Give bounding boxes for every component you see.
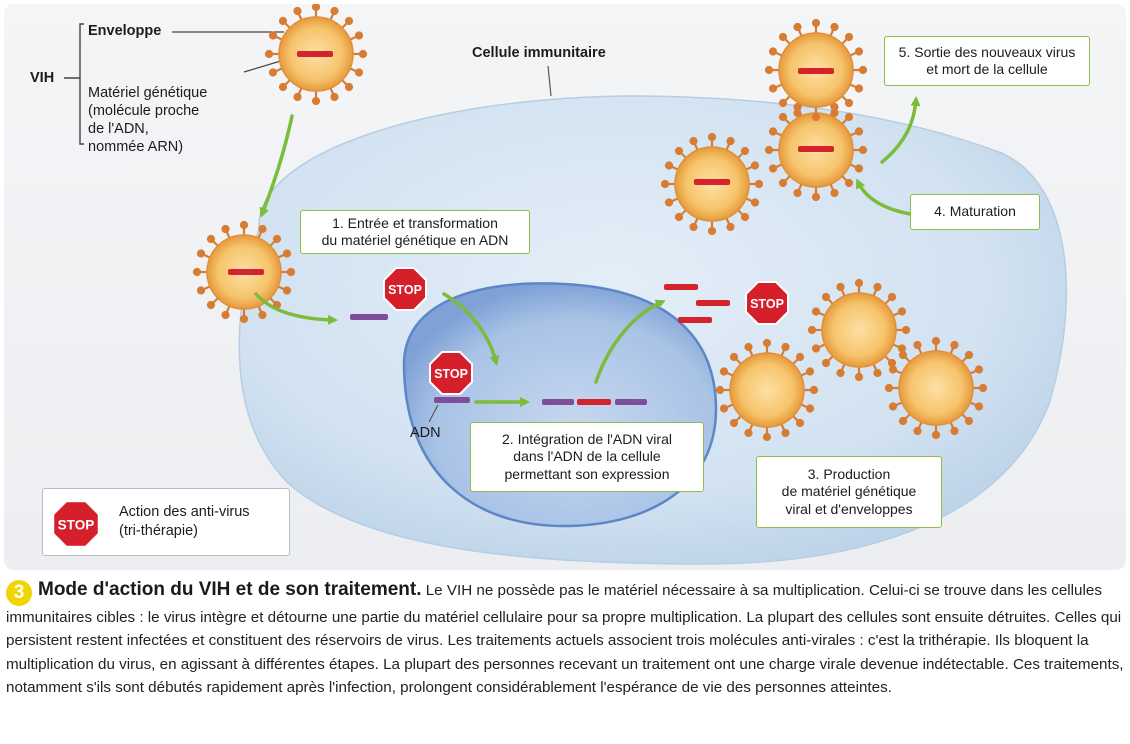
caption-title: Mode d'action du VIH et de son traitemen…: [38, 579, 422, 600]
step-4-box: 4. Maturation: [910, 194, 1040, 230]
step-5-box: 5. Sortie des nouveaux virus et mort de …: [884, 36, 1090, 86]
legend-stop-icon: STOP: [52, 500, 100, 548]
viral-rna: [664, 284, 698, 290]
caption-text: Le VIH ne possède pas le matériel nécess…: [6, 582, 1124, 696]
legend: STOP Action des anti-virus (tri-thérapie…: [42, 488, 290, 556]
envelope: [884, 336, 988, 440]
nucleus-entry-arrow: [442, 292, 500, 366]
envelope: [807, 278, 911, 382]
cell-label: Cellule immunitaire: [472, 45, 606, 61]
figure-number-badge: 3: [6, 580, 32, 606]
viral-rna: [694, 179, 730, 185]
cell-dna: [542, 399, 574, 405]
svg-text:STOP: STOP: [388, 283, 422, 297]
integrated-viral-dna: [577, 399, 611, 405]
viral-rna: [798, 68, 834, 74]
step-1-box: 1. Entrée et transformation du matériel …: [300, 210, 530, 254]
step-2-box: 2. Intégration de l'ADN viral dans l'ADN…: [470, 422, 704, 492]
stop-sign-integration: STOP: [429, 351, 473, 395]
viral-dna: [350, 314, 388, 320]
stop-sign-production: STOP: [745, 281, 789, 325]
hiv-label: VIH: [30, 70, 55, 86]
envelope-label: Enveloppe: [88, 23, 162, 39]
viral-rna: [228, 269, 264, 275]
svg-text:STOP: STOP: [750, 297, 784, 311]
svg-text:STOP: STOP: [434, 367, 468, 381]
figure-caption: 3 Mode d'action du VIH et de son traiteme…: [6, 578, 1126, 699]
step-3-box: 3. Production de matériel génétique vira…: [756, 456, 942, 528]
exit-arrow: [880, 96, 921, 164]
cell-dna: [434, 397, 470, 403]
envelope: [715, 338, 819, 442]
viral-rna: [297, 51, 333, 57]
viral-rna: [798, 146, 834, 152]
stop-sign-entry: STOP: [383, 267, 427, 311]
genetic-material-label: Matériel génétique (molécule proche de l…: [88, 85, 208, 155]
dna-label: ADN: [410, 425, 441, 441]
viral-rna: [696, 300, 730, 306]
legend-text: Action des anti-virus (tri-thérapie): [119, 504, 250, 539]
viral-rna: [678, 317, 712, 323]
transform-arrow: [254, 292, 338, 325]
hiv-diagram: Enveloppe VIH Matériel génétique (molécu…: [4, 4, 1126, 570]
maturation-arrow: [856, 178, 912, 216]
expression-arrow: [594, 299, 666, 384]
entry-arrow: [259, 114, 294, 218]
svg-text:STOP: STOP: [58, 517, 95, 532]
cell-dna: [615, 399, 647, 405]
